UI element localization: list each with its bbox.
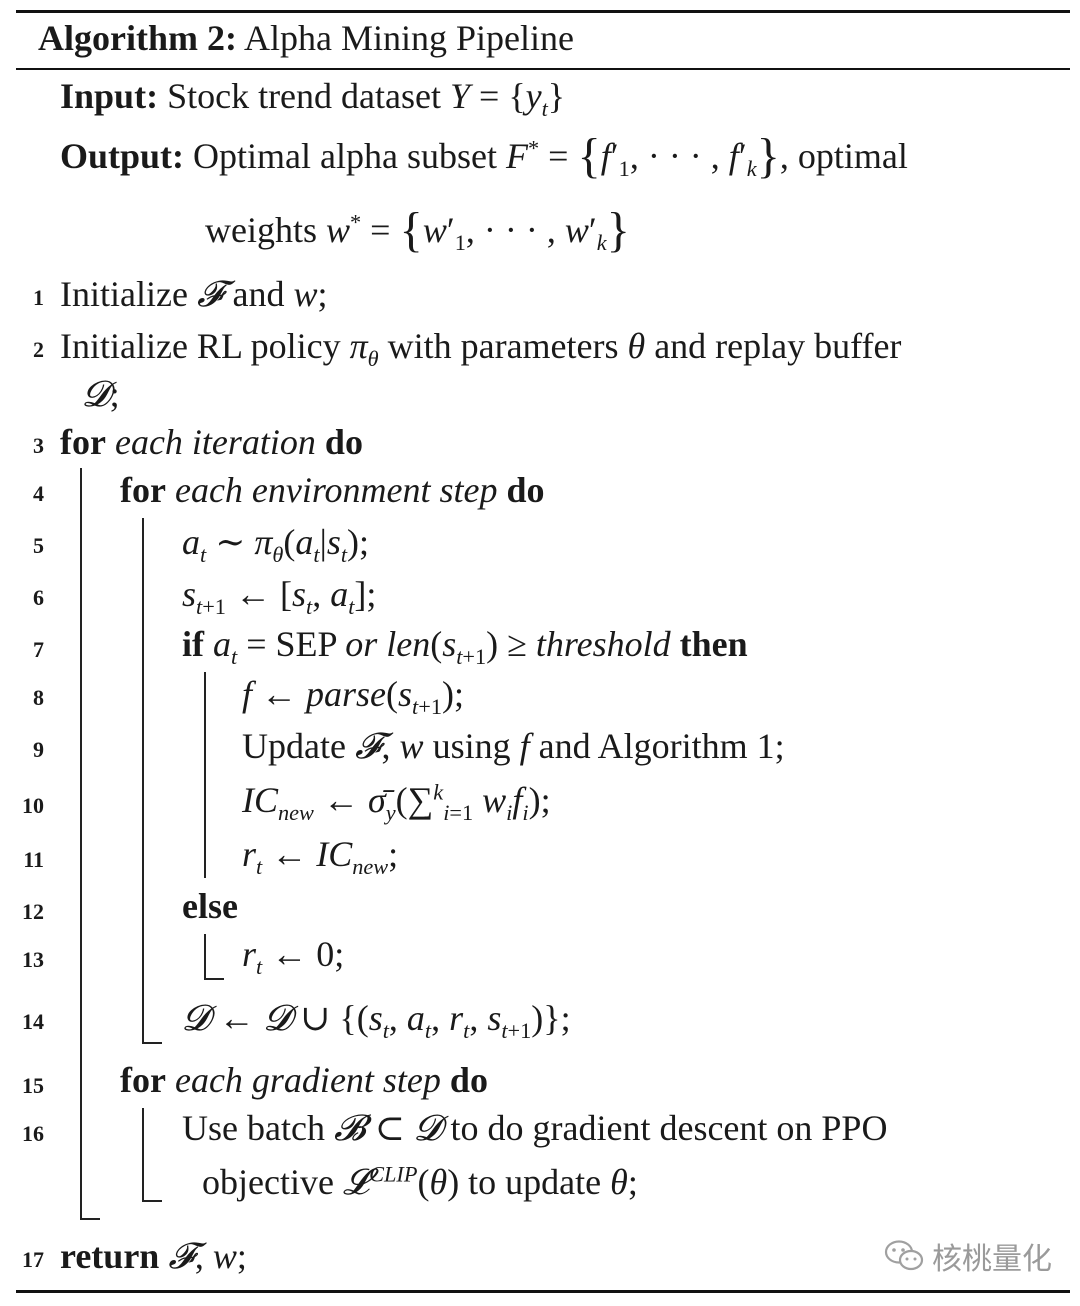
- input-line: Input: Stock trend dataset Y = {yt}: [60, 74, 566, 121]
- input-text: Stock trend dataset Y = {yt}: [167, 76, 566, 121]
- line-number: 10: [22, 793, 44, 818]
- step-14: 𝓓 ← 𝓓 ∪ {(st, at, rt, st+1)};: [182, 998, 571, 1043]
- step-12: else: [182, 886, 238, 926]
- bottom-rule: [16, 1290, 1070, 1293]
- output-label: Output:: [60, 136, 185, 176]
- top-rule: [16, 10, 1070, 13]
- line-number: 16: [22, 1121, 44, 1146]
- line-number: 1: [33, 285, 44, 310]
- line-number: 3: [33, 433, 44, 458]
- block-end-grad-step: [142, 1200, 162, 1202]
- step-10: ICnew ← σ̄y(∑ki=1 wifi);: [242, 779, 551, 825]
- step-9: Update 𝓕, w using f and Algorithm 1;: [242, 726, 785, 767]
- algorithm-name: Alpha Mining Pipeline: [243, 18, 574, 58]
- algorithm-title: Algorithm 2: Alpha Mining Pipeline: [38, 14, 574, 62]
- block-end-for-iteration: [80, 1218, 100, 1220]
- step-4: for each environment step do: [120, 470, 545, 510]
- line-number: 9: [33, 737, 44, 762]
- watermark: 核桃量化: [884, 1234, 1052, 1278]
- step-6: st+1 ← [st, at];: [182, 574, 377, 619]
- step-16: Use batch 𝓑 ⊂ 𝓓 to do gradient descent o…: [182, 1108, 888, 1149]
- output-text: Optimal alpha subset F* = {f′1, · · · , …: [193, 128, 908, 183]
- title-rule: [16, 68, 1070, 70]
- step-5: at ∼ πθ(at|st);: [182, 522, 370, 567]
- line-number: 17: [22, 1247, 44, 1272]
- step-15: for each gradient step do: [120, 1060, 488, 1100]
- step-3: for each iteration do: [60, 422, 363, 462]
- line-number: 4: [33, 481, 44, 506]
- block-bar-grad-step: [142, 1108, 144, 1202]
- step-11: rt ← ICnew;: [242, 834, 399, 879]
- step-2-cont: 𝓓;: [82, 374, 120, 415]
- line-number: 8: [33, 685, 44, 710]
- line-number: 15: [22, 1073, 44, 1098]
- watermark-text: 核桃量化: [932, 1242, 1052, 1277]
- line-number: 2: [33, 337, 44, 362]
- step-13: rt ← 0;: [242, 934, 345, 979]
- step-2: Initialize RL policy πθ with parameters …: [60, 326, 902, 371]
- block-bar-if: [204, 672, 206, 878]
- algorithm-label: Algorithm 2:: [38, 18, 237, 58]
- block-bar-for-iteration: [80, 468, 82, 1220]
- step-16-cont: objective 𝓛CLIP(θ) to update θ;: [202, 1161, 638, 1203]
- input-label: Input:: [60, 76, 159, 116]
- wechat-icon: [884, 1240, 924, 1271]
- step-17: return 𝓕, w;: [60, 1236, 247, 1277]
- step-8: f ← parse(st+1);: [242, 674, 464, 719]
- line-number: 13: [22, 947, 44, 972]
- line-number: 14: [22, 1009, 44, 1034]
- step-1: Initialize 𝓕 and w;: [60, 274, 328, 315]
- block-bar-else: [204, 934, 206, 980]
- line-number: 11: [23, 847, 44, 872]
- line-number: 12: [22, 899, 44, 924]
- line-number: 7: [33, 637, 44, 662]
- block-end-if-else: [204, 978, 224, 980]
- block-end-env-step: [142, 1042, 162, 1044]
- line-number: 5: [33, 533, 44, 558]
- line-number: 6: [33, 585, 44, 610]
- output-text-cont: weights w* = {w′1, · · · , w′k}: [205, 202, 630, 257]
- step-7: if at = SEP or len(st+1) ≥ threshold the…: [182, 624, 748, 669]
- output-line: Output: Optimal alpha subset F* = {f′1, …: [60, 128, 908, 183]
- block-bar-env-step: [142, 518, 144, 1044]
